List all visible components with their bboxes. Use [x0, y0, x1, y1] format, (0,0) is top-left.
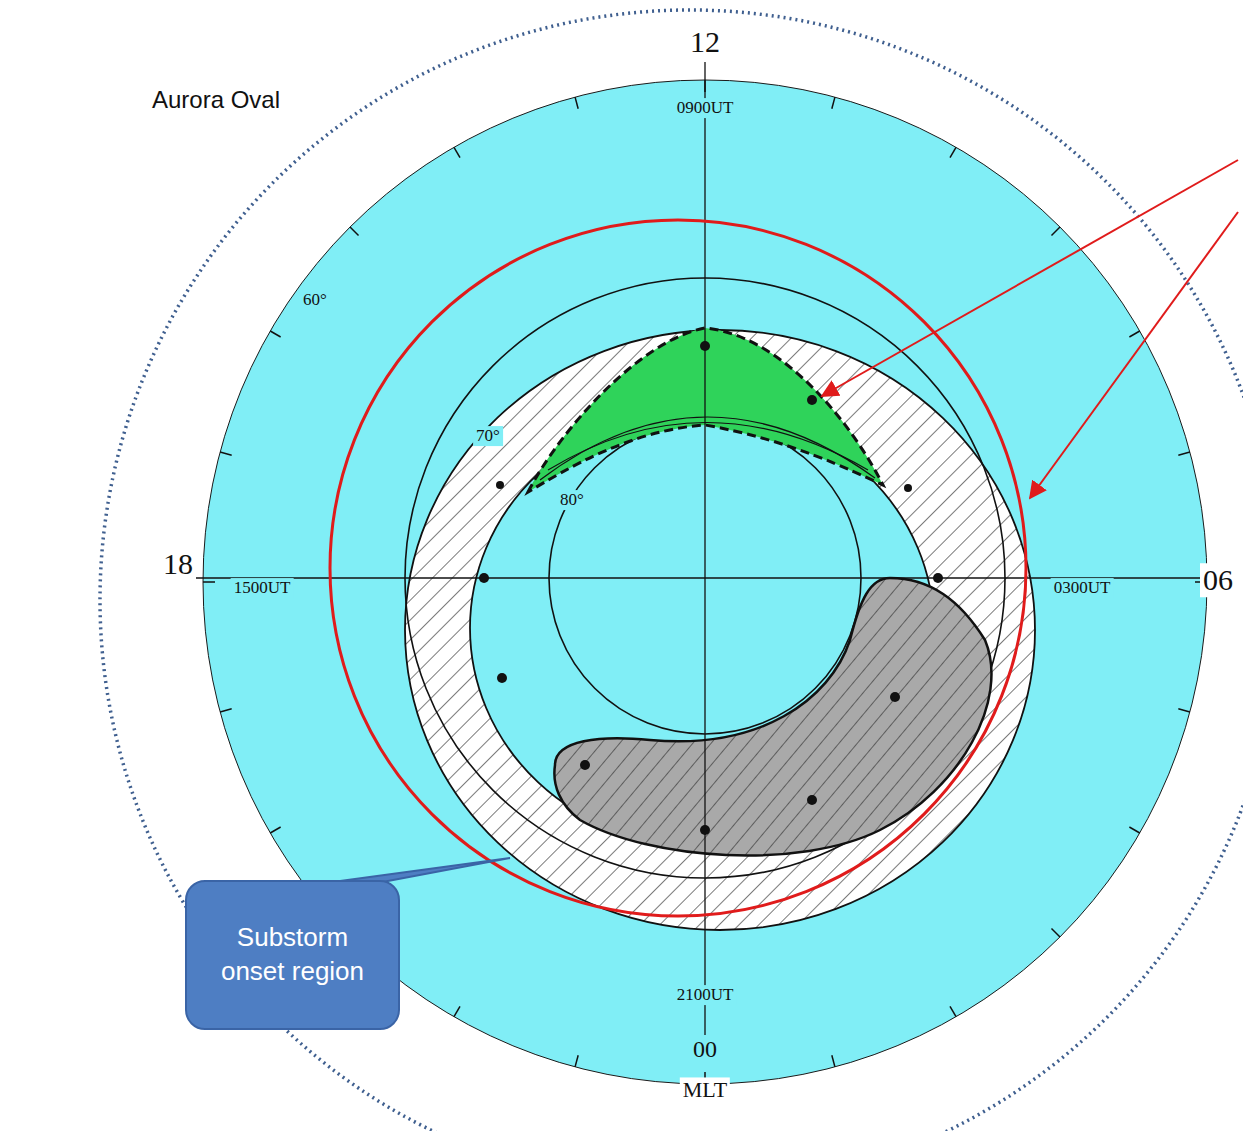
dotted-boundary: [100, 10, 1243, 1131]
station-dot: [497, 673, 507, 683]
oval-edge-line: [548, 423, 868, 471]
hour-tick: [575, 97, 578, 109]
hour-tick: [220, 452, 232, 455]
latitude-label: 60°: [300, 290, 330, 310]
hour-tick: [950, 1006, 956, 1016]
hour-tick: [454, 1006, 460, 1016]
hour-label: 06: [1200, 563, 1236, 597]
station-dot: [890, 692, 900, 702]
hour-tick: [575, 1055, 578, 1067]
hour-label: 00: [690, 1036, 720, 1063]
station-dot: [496, 481, 504, 489]
station-dot: [807, 795, 817, 805]
hour-tick: [220, 709, 232, 712]
red-circle: [330, 220, 1026, 916]
leader-arrow: [1030, 212, 1238, 498]
hour-tick: [454, 147, 460, 157]
hour-tick: [1178, 452, 1190, 455]
hour-tick: [270, 331, 280, 337]
station-dot: [700, 825, 710, 835]
latitude-label: 80°: [557, 490, 587, 510]
hour-tick: [1129, 331, 1139, 337]
station-dot: [904, 484, 912, 492]
callout-text: Substorm onset region: [209, 921, 377, 989]
axis-line: [704, 62, 705, 1035]
hour-label: 12: [687, 25, 723, 59]
ut-label: 1500UT: [231, 578, 294, 598]
hour-tick: [1051, 928, 1059, 936]
station-dot: [807, 395, 817, 405]
station-dots: [479, 341, 943, 835]
leader-arrow: [822, 160, 1238, 396]
latitude-label: 70°: [473, 426, 503, 446]
ut-label: 0900UT: [674, 98, 737, 118]
station-dot: [700, 341, 710, 351]
hour-tick: [270, 827, 280, 833]
hour-label: 18: [160, 547, 196, 581]
hour-tick: [1178, 709, 1190, 712]
hour-tick: [1051, 227, 1059, 235]
station-dot: [933, 573, 943, 583]
callout-box: Substorm onset region: [185, 880, 400, 1030]
hour-tick: [832, 97, 835, 109]
hour-tick: [832, 1055, 835, 1067]
hour-tick: [950, 147, 956, 157]
plot-title: Aurora Oval: [149, 86, 283, 113]
station-dot: [479, 573, 489, 583]
ut-label: 0300UT: [1051, 578, 1114, 598]
ut-label: 2100UT: [674, 985, 737, 1005]
hour-tick: [1129, 827, 1139, 833]
hour-tick: [203, 581, 215, 583]
station-dot: [580, 760, 590, 770]
mlt-label: MLT: [680, 1077, 730, 1102]
oval-edge-line: [540, 417, 875, 480]
hour-tick: [350, 227, 358, 235]
